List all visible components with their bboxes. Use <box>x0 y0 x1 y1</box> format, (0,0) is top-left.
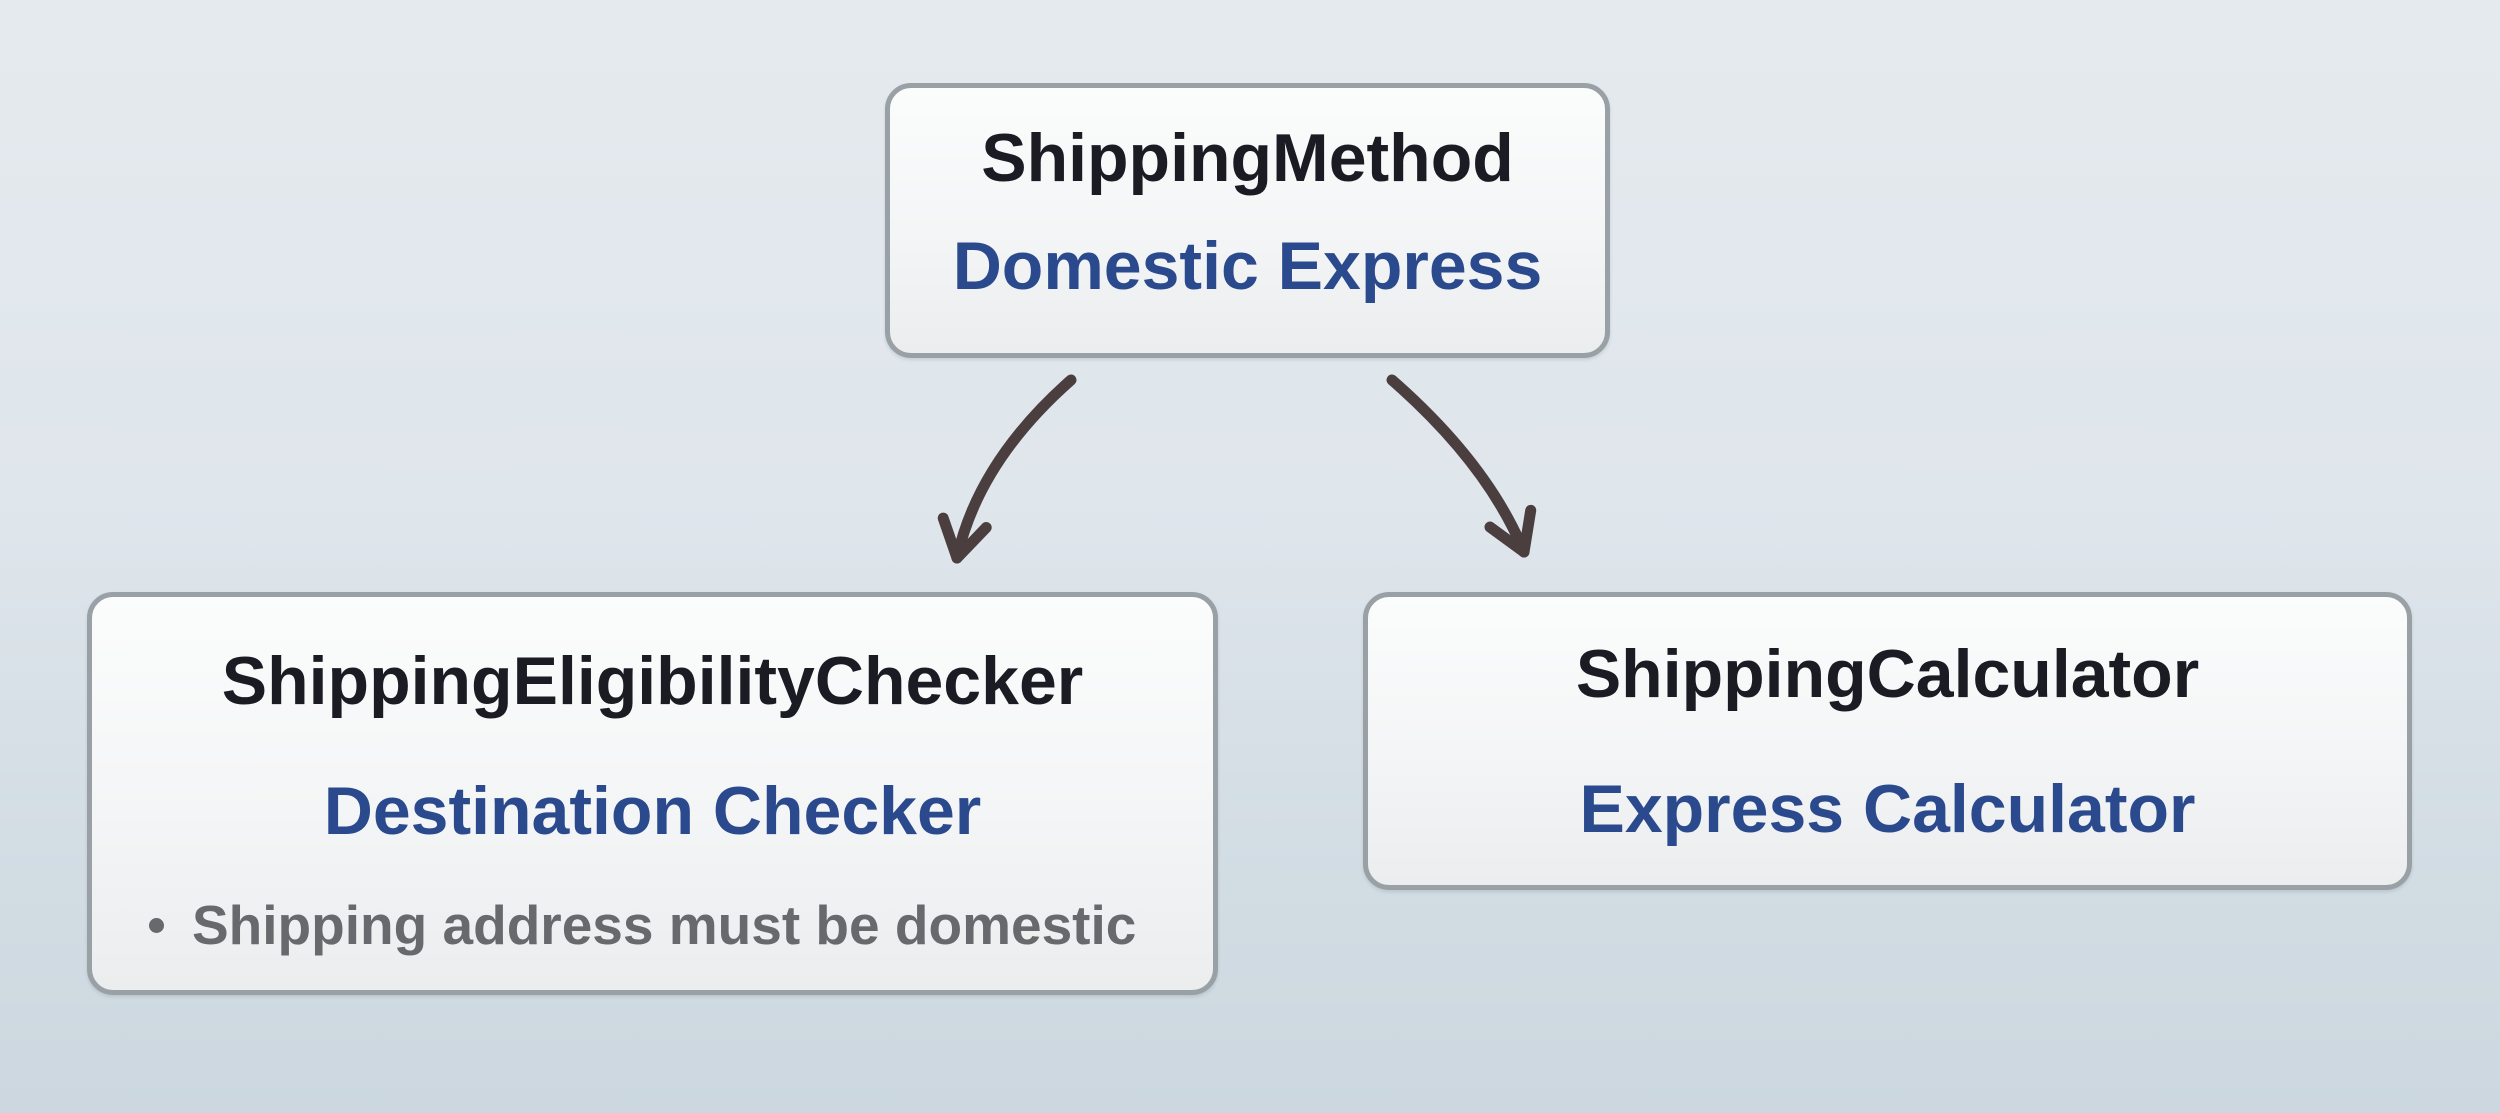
node-subtitle: Destination Checker <box>323 773 982 849</box>
node-subtitle: Domestic Express <box>952 228 1543 304</box>
bullet-item: Shipping address must be domestic <box>92 898 1213 953</box>
node-shipping-eligibility-checker: ShippingEligibilityChecker Destination C… <box>87 592 1218 995</box>
node-title: ShippingCalculator <box>1575 636 2200 712</box>
node-shipping-calculator: ShippingCalculator Express Calculator <box>1363 592 2412 890</box>
node-shipping-method: ShippingMethod Domestic Express <box>885 83 1610 358</box>
bullet-text: Shipping address must be domestic <box>192 894 1137 956</box>
bullet-dot-icon <box>149 918 164 933</box>
node-subtitle: Express Calculator <box>1579 771 2196 847</box>
arrow-to-eligibility-checker <box>937 374 1077 564</box>
arrow-to-calculator <box>1386 374 1537 558</box>
node-title: ShippingMethod <box>981 120 1514 196</box>
node-title: ShippingEligibilityChecker <box>221 643 1084 719</box>
